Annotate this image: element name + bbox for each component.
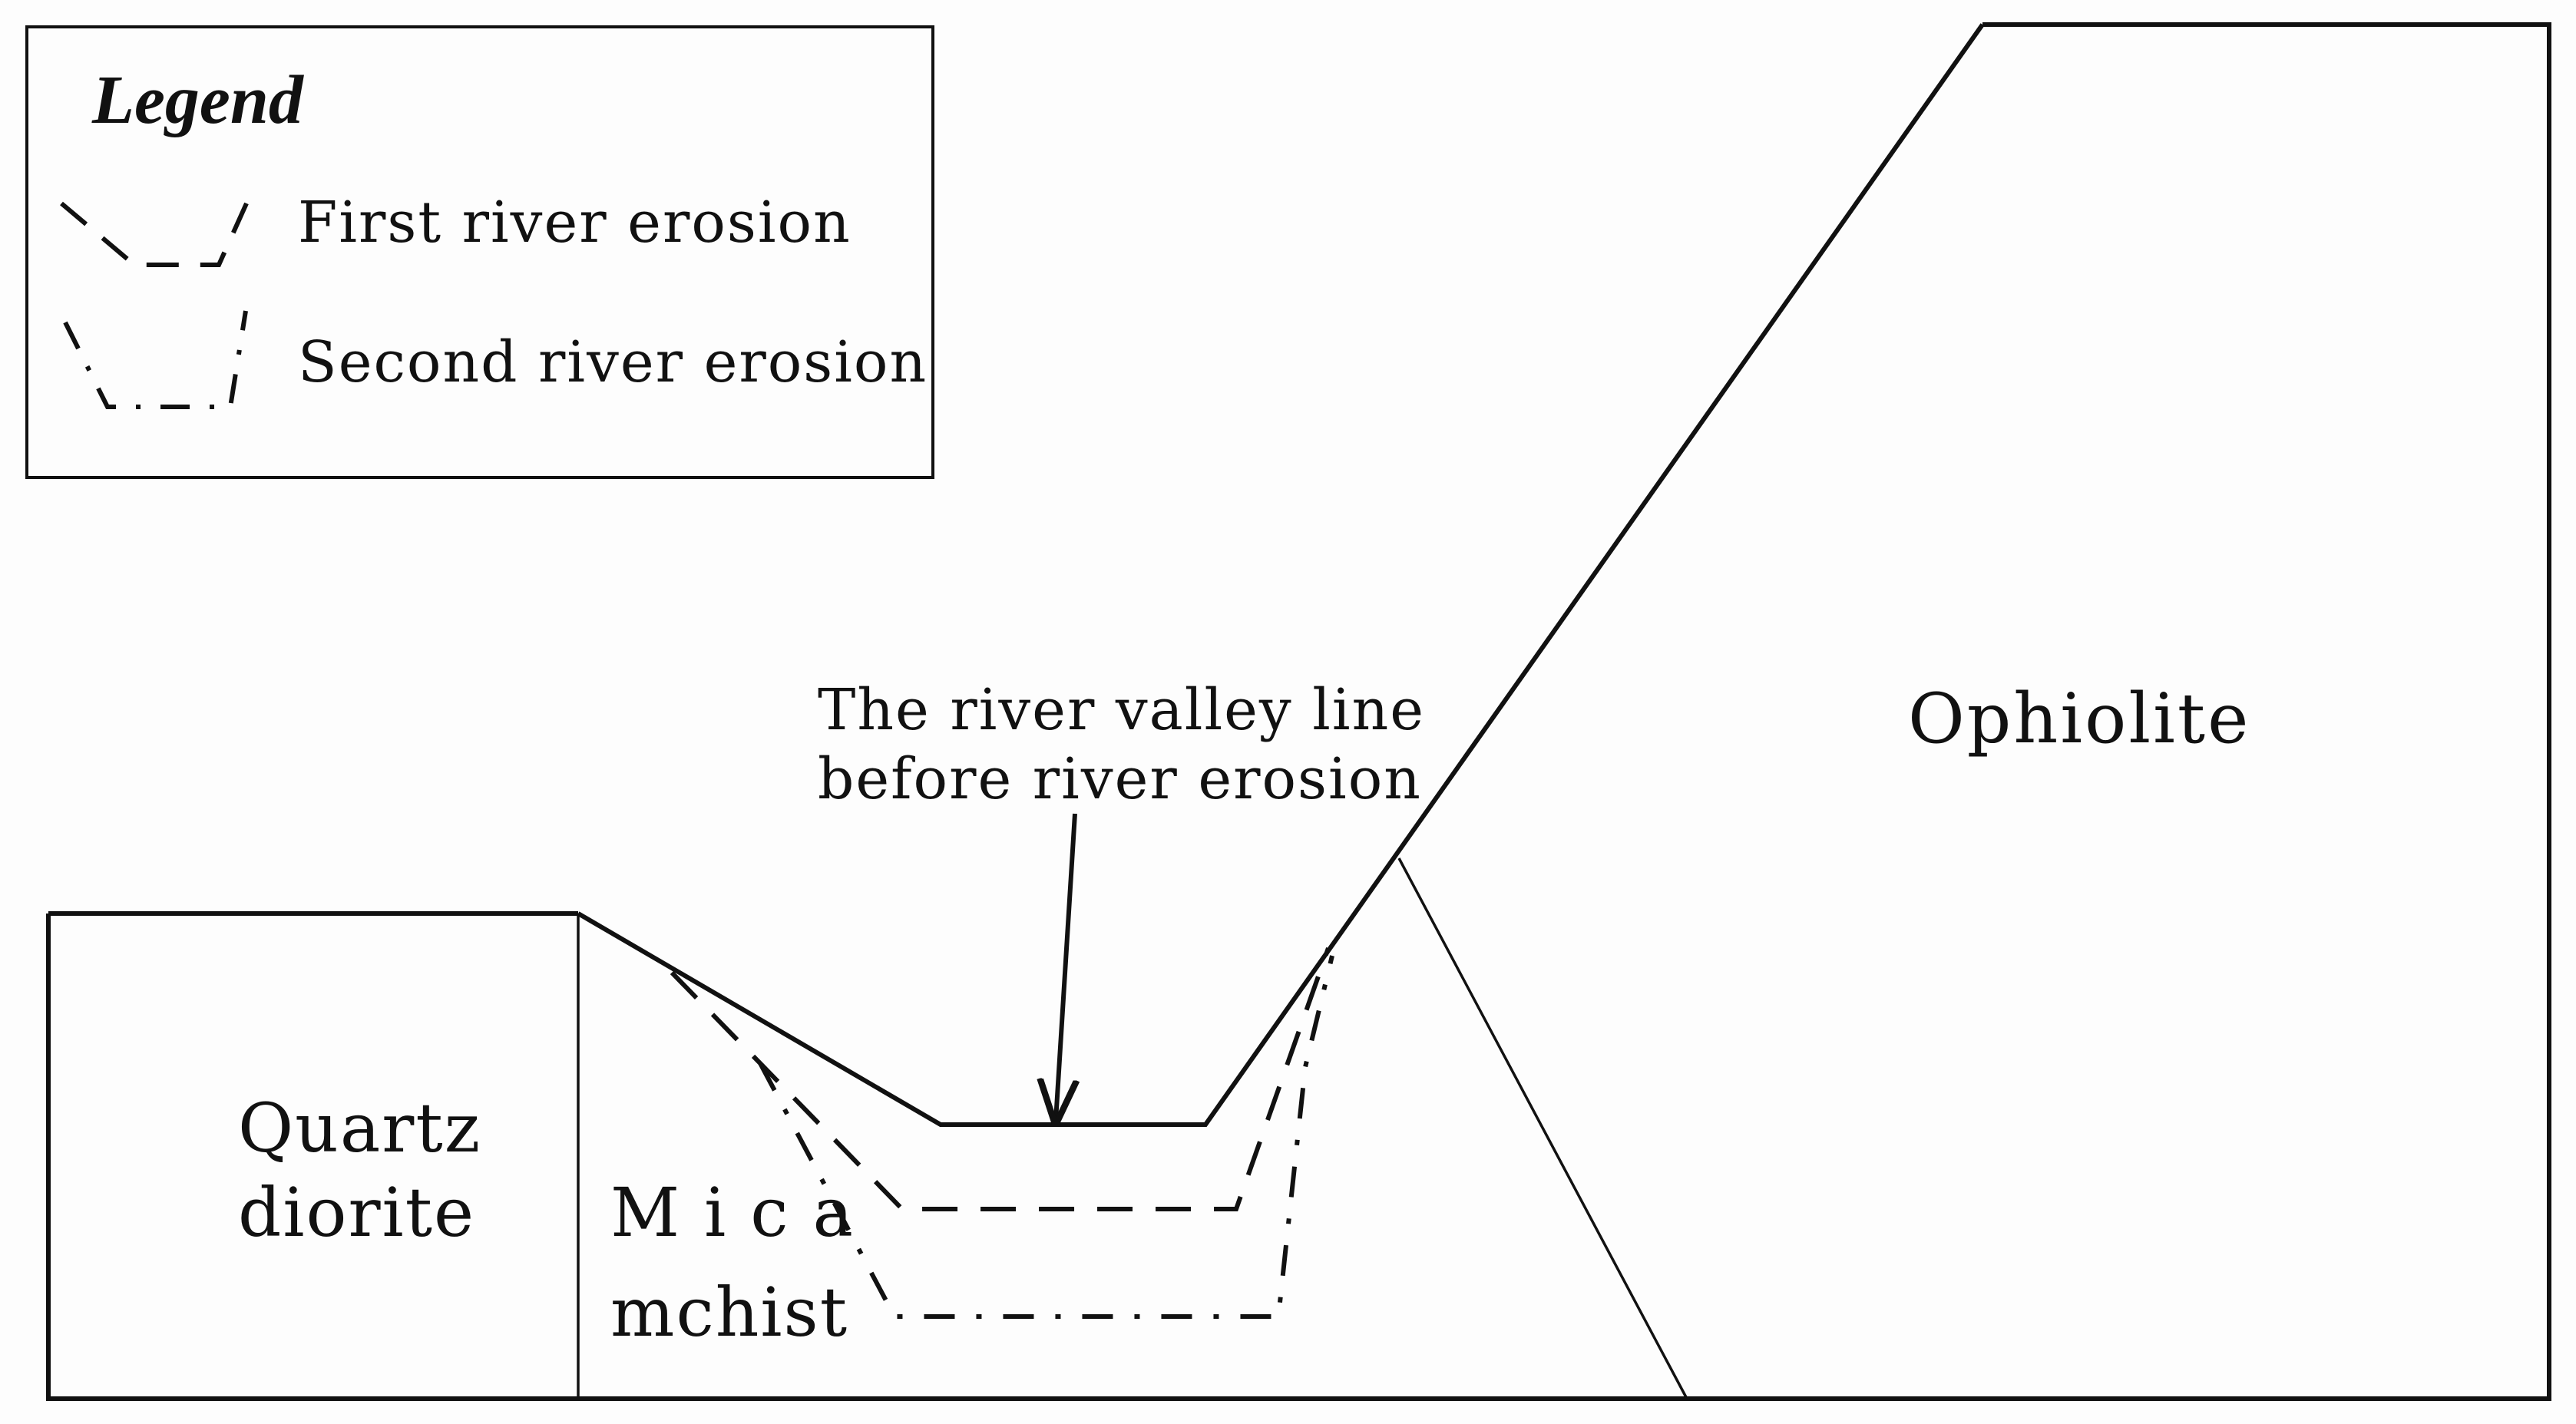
annotation-line-2: before river erosion bbox=[818, 746, 1422, 812]
legend-swatch-second-erosion bbox=[63, 310, 248, 409]
cross-section: The river valley line before river erosi… bbox=[46, 22, 2551, 1401]
mica-ophiolite-contact bbox=[1397, 857, 1688, 1399]
valley-line-arrow bbox=[1056, 813, 1075, 1121]
second-erosion-profile bbox=[758, 955, 1334, 1319]
legend-label-first-erosion: First river erosion bbox=[298, 190, 852, 256]
mica-schist-label-2: mchist bbox=[610, 1273, 848, 1352]
first-erosion-profile bbox=[670, 947, 1331, 1211]
quartz-diorite-label-1: Quartz bbox=[238, 1089, 481, 1168]
section-outline bbox=[46, 22, 2551, 1401]
mica-schist-label-1: M i c a bbox=[610, 1173, 855, 1252]
annotation-line-1: The river valley line bbox=[818, 677, 1425, 743]
quartz-diorite-label-2: diorite bbox=[238, 1173, 475, 1252]
ophiolite-label: Ophiolite bbox=[1908, 679, 2250, 759]
legend-label-second-erosion: Second river erosion bbox=[298, 329, 928, 395]
legend-title: Legend bbox=[91, 62, 305, 138]
legend-box bbox=[25, 25, 934, 479]
legend: Legend First river erosion Second river … bbox=[25, 25, 934, 479]
legend-swatch-first-erosion bbox=[60, 187, 256, 267]
